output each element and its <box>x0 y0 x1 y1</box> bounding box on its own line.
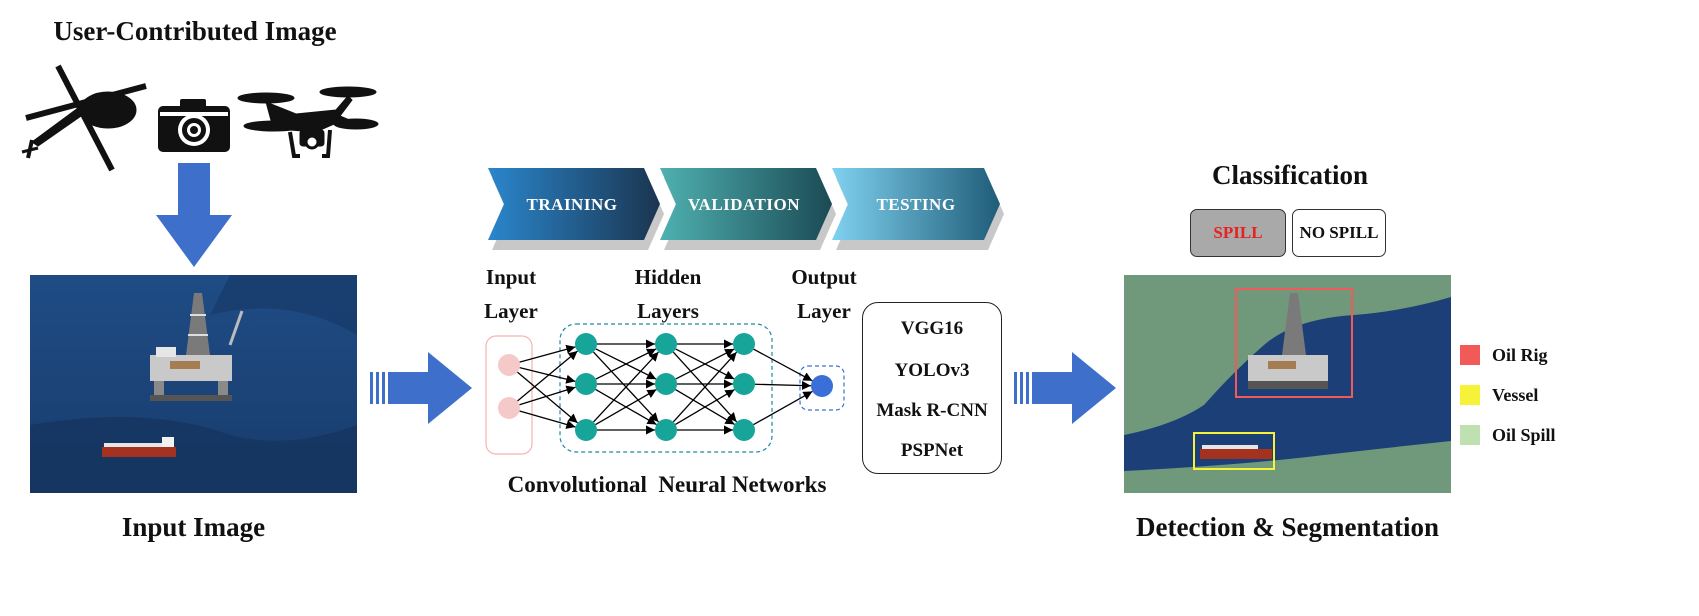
phase-label-testing: TESTING <box>876 195 955 214</box>
right-arrow-2 <box>1014 352 1116 424</box>
spill-button: SPILL <box>1190 209 1286 257</box>
output-layer-label: Output Layer <box>774 260 874 328</box>
chevron-validation <box>660 168 832 240</box>
legend-swatch-vessel <box>1460 385 1480 405</box>
input-image <box>30 275 357 493</box>
chevron-training <box>488 168 660 240</box>
output-caption: Detection & Segmentation <box>1136 512 1439 542</box>
input-layer-label-line2: Layer <box>484 299 538 323</box>
phase-label-validation: VALIDATION <box>688 195 800 214</box>
hidden-layers-label-line2: Layers <box>637 299 699 323</box>
vessel-bbox <box>1193 432 1275 470</box>
hidden1-node <box>575 333 597 355</box>
nn-edge <box>517 350 578 402</box>
input-layer-box <box>485 335 533 455</box>
model-vgg16: VGG16 <box>900 318 964 339</box>
camera-icon <box>158 99 230 152</box>
output-node <box>811 375 833 397</box>
models-box: VGG16 YOLOv3 Mask R-CNN PSPNet <box>862 302 1002 474</box>
nn-edge <box>519 385 576 406</box>
oil-spill-overlay-bottom <box>1124 441 1451 493</box>
phase-label-training: TRAINING <box>527 195 618 214</box>
output-layer-label-line1: Output <box>791 265 857 289</box>
oil-spill-overlay-top <box>1124 275 1451 435</box>
legend-label-vessel: Vessel <box>1492 384 1539 405</box>
segmented-image <box>1124 275 1451 493</box>
hidden-layers-box <box>559 323 773 453</box>
model-pspnet: PSPNet <box>900 440 964 461</box>
nn-edge <box>754 380 812 391</box>
output-layer-label-line2: Layer <box>797 299 851 323</box>
legend: Oil Rig Vessel Oil Spill <box>1460 341 1556 449</box>
hidden-layers-label-line1: Hidden <box>634 265 702 289</box>
input-layer-label-line1: Input <box>485 265 537 289</box>
nn-edge <box>753 348 813 382</box>
drone-icon <box>237 86 379 158</box>
oil-rig-figure <box>150 293 244 401</box>
no-spill-button: NO SPILL <box>1292 209 1386 257</box>
legend-label-oil-spill: Oil Spill <box>1492 424 1556 445</box>
source-title: User-Contributed Image <box>53 16 337 46</box>
model-mask-rcnn: Mask R-CNN <box>876 400 988 421</box>
chevron-testing <box>832 168 1000 240</box>
model-yolov3: YOLOv3 <box>894 360 970 381</box>
oil-rig-bbox <box>1235 288 1353 398</box>
nn-edge <box>516 371 579 424</box>
right-arrow-1 <box>370 352 472 424</box>
vessel-figure <box>102 437 176 457</box>
down-arrow <box>156 163 232 267</box>
hidden-layers-label: Hidden Layers <box>618 260 718 328</box>
legend-item-oil-spill: Oil Spill <box>1460 421 1556 449</box>
nn-edge <box>519 410 576 429</box>
nn-edge <box>519 344 576 363</box>
output-layer-box <box>799 365 845 411</box>
nn-edge <box>672 351 738 423</box>
input-caption: Input Image <box>121 512 266 542</box>
nn-edge <box>595 388 657 426</box>
down-arrow-shape <box>156 163 232 267</box>
cnn-caption: Convolutional Neural Networks <box>507 472 827 497</box>
hidden1-node <box>575 419 597 441</box>
hidden2-node <box>655 419 677 441</box>
legend-item-vessel: Vessel <box>1460 381 1556 409</box>
legend-label-oil-rig: Oil Rig <box>1492 344 1548 365</box>
hidden3-node <box>733 419 755 441</box>
hidden2-node <box>655 333 677 355</box>
legend-swatch-oil-rig <box>1460 345 1480 365</box>
nn-edge <box>595 348 657 380</box>
nn-edge <box>675 348 735 380</box>
nn-edge <box>753 390 813 426</box>
nn-edge <box>593 351 659 423</box>
hidden3-node <box>733 373 755 395</box>
input-layer-label: Input Layer <box>466 260 556 328</box>
hidden3-node <box>733 333 755 355</box>
nn-edge <box>519 367 576 384</box>
input-node <box>498 397 520 419</box>
helicopter-icon <box>21 64 147 172</box>
hidden1-node <box>575 373 597 395</box>
legend-swatch-oil-spill <box>1460 425 1480 445</box>
input-node <box>498 354 520 376</box>
nn-edge <box>675 389 735 425</box>
hidden2-node <box>655 373 677 395</box>
legend-item-oil-rig: Oil Rig <box>1460 341 1556 369</box>
phase-chevrons: TRAINING VALIDATION TESTING <box>488 168 1004 250</box>
classification-title: Classification <box>1211 160 1368 190</box>
neural-network-diagram <box>485 323 845 455</box>
